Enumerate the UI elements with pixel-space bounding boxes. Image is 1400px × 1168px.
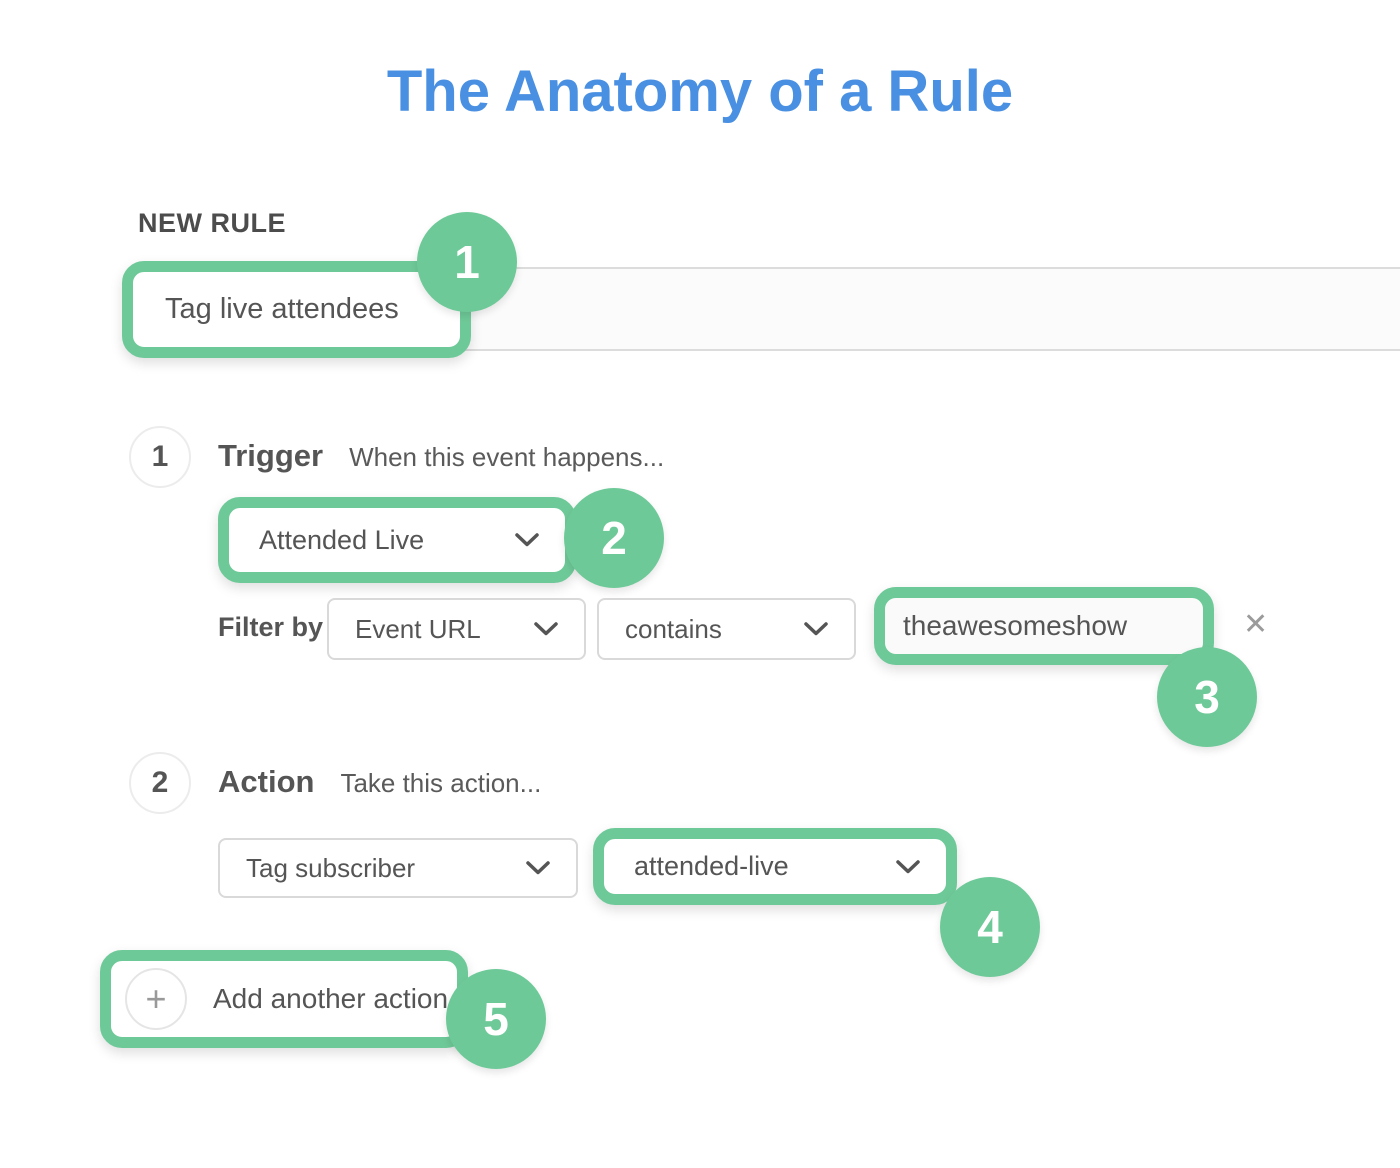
rule-name-value[interactable]: Tag live attendees: [165, 293, 399, 325]
annotation-badge-4: 4: [940, 877, 1040, 977]
close-icon: ✕: [1243, 608, 1269, 641]
action-tag-value: attended-live: [634, 851, 789, 881]
chevron-down-icon: [896, 859, 920, 873]
trigger-event-annotation: Attended Live: [218, 497, 576, 583]
filter-value-annotation: theawesomeshow: [874, 587, 1214, 665]
trigger-step-number: 1: [129, 426, 191, 488]
chevron-down-icon: [515, 533, 539, 547]
annotation-badge-3: 3: [1157, 647, 1257, 747]
trigger-event-dropdown[interactable]: Attended Live: [229, 525, 565, 556]
action-header: Action Take this action...: [218, 764, 541, 800]
new-rule-label: NEW RULE: [138, 208, 286, 238]
trigger-header: Trigger When this event happens...: [218, 438, 664, 474]
add-another-action-button[interactable]: + Add another action: [111, 968, 457, 1030]
remove-filter-button[interactable]: ✕: [1243, 610, 1268, 640]
plus-glyph: +: [145, 978, 167, 1019]
action-tag-annotation: attended-live: [593, 828, 957, 905]
action-step-number: 2: [129, 752, 191, 814]
filter-field-value: Event URL: [355, 613, 481, 644]
filter-by-label: Filter by: [218, 612, 324, 642]
action-type-dropdown[interactable]: Tag subscriber: [218, 838, 578, 898]
chevron-down-icon: [534, 622, 558, 636]
annotation-badge-2: 2: [564, 488, 664, 588]
filter-value-input[interactable]: theawesomeshow: [903, 610, 1128, 641]
rule-name-annotation: Tag live attendees: [122, 261, 471, 358]
trigger-subtitle: When this event happens...: [349, 442, 665, 472]
action-subtitle: Take this action...: [340, 768, 542, 798]
annotation-badge-1: 1: [417, 212, 517, 312]
annotation-badge-5: 5: [446, 969, 546, 1069]
action-title: Action: [218, 764, 315, 799]
trigger-event-value: Attended Live: [259, 524, 425, 555]
trigger-title: Trigger: [218, 438, 324, 473]
action-type-value: Tag subscriber: [246, 852, 416, 883]
add-another-action-label: Add another action: [213, 983, 449, 1014]
page-title: The Anatomy of a Rule: [386, 59, 1014, 124]
plus-icon: +: [125, 968, 187, 1030]
filter-field-dropdown[interactable]: Event URL: [327, 598, 586, 660]
add-action-annotation: + Add another action: [100, 950, 468, 1048]
filter-operator-dropdown[interactable]: contains: [597, 598, 856, 660]
action-tag-dropdown[interactable]: attended-live: [604, 851, 946, 882]
chevron-down-icon: [526, 861, 550, 875]
filter-operator-value: contains: [625, 613, 722, 644]
chevron-down-icon: [804, 622, 828, 636]
